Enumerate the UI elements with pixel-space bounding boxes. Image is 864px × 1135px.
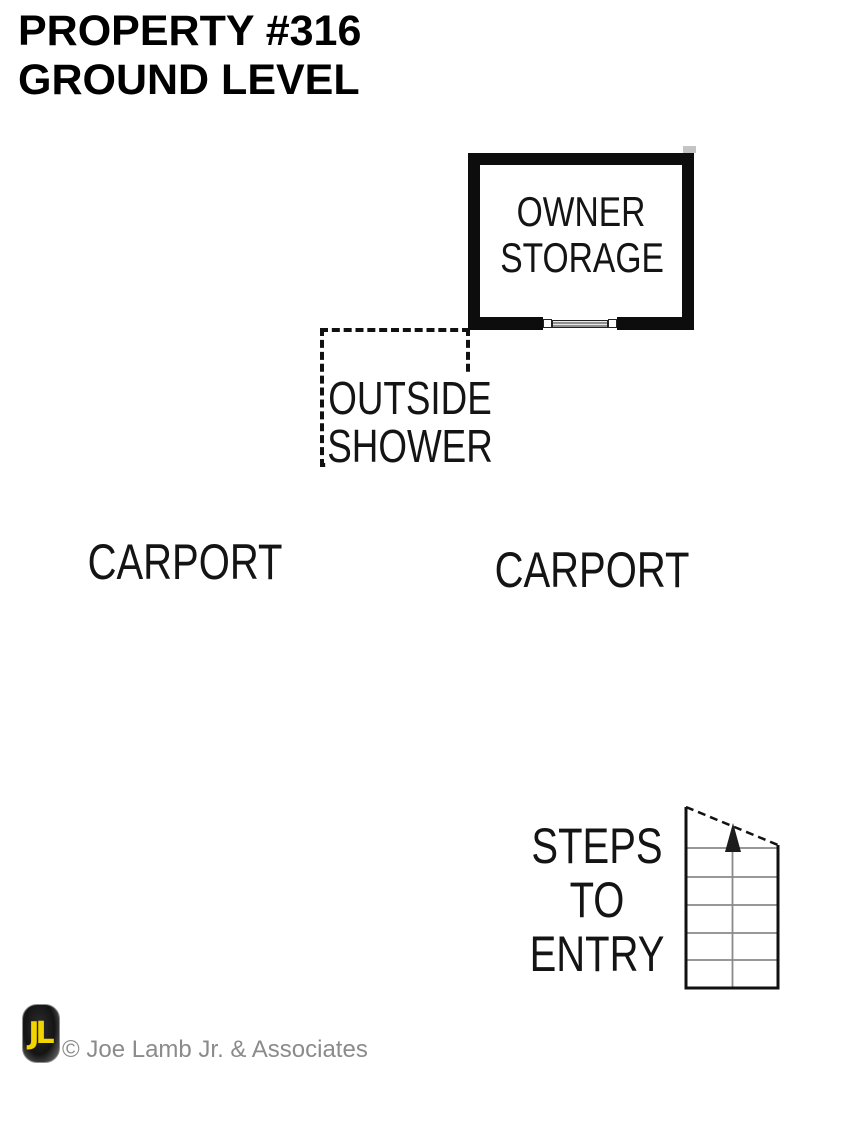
storage-wall-bottom-left — [468, 317, 543, 330]
steps-label-line3: ENTRY — [529, 926, 665, 982]
up-arrow-icon — [725, 823, 741, 852]
steps-label-line1: STEPS — [531, 818, 663, 874]
page-title: PROPERTY #316 GROUND LEVEL — [18, 7, 361, 105]
door-jamb-right — [608, 319, 617, 328]
copyright-credit: © Joe Lamb Jr. & Associates — [62, 1036, 368, 1063]
page-title-line1: PROPERTY #316 — [18, 7, 362, 55]
owner-storage-label-line1: OWNER — [516, 188, 646, 235]
carport-right-label: CARPORT — [494, 542, 690, 598]
steps-label-line2: TO — [569, 872, 625, 928]
outside-shower-label: OUTSIDE SHOWER — [306, 374, 514, 470]
logo-monogram: JL — [28, 1016, 54, 1051]
owner-storage-label-line2: STORAGE — [500, 234, 664, 281]
window-symbol — [552, 320, 608, 328]
storage-wall-top — [468, 153, 694, 165]
stairs-dashed-top-edge — [685, 805, 779, 847]
page-title-line2: GROUND LEVEL — [18, 56, 360, 104]
company-logo: JL — [22, 1004, 60, 1063]
owner-storage-label: OWNER STORAGE — [500, 188, 664, 281]
outside-shower-label-line1: OUTSIDE — [325, 374, 495, 422]
storage-wall-right — [682, 153, 694, 330]
steps-to-entry-label: STEPS TO ENTRY — [477, 819, 717, 981]
wall-notch — [683, 146, 696, 153]
storage-wall-left — [468, 153, 480, 330]
outside-shower-label-line2: SHOWER — [324, 422, 496, 470]
storage-wall-bottom-right — [617, 317, 694, 330]
stairs-outline — [684, 807, 780, 990]
door-jamb-left — [543, 319, 552, 328]
carport-left-label: CARPORT — [87, 534, 283, 590]
owner-storage-room: OWNER STORAGE — [468, 146, 696, 330]
stairs-figure — [684, 805, 780, 990]
